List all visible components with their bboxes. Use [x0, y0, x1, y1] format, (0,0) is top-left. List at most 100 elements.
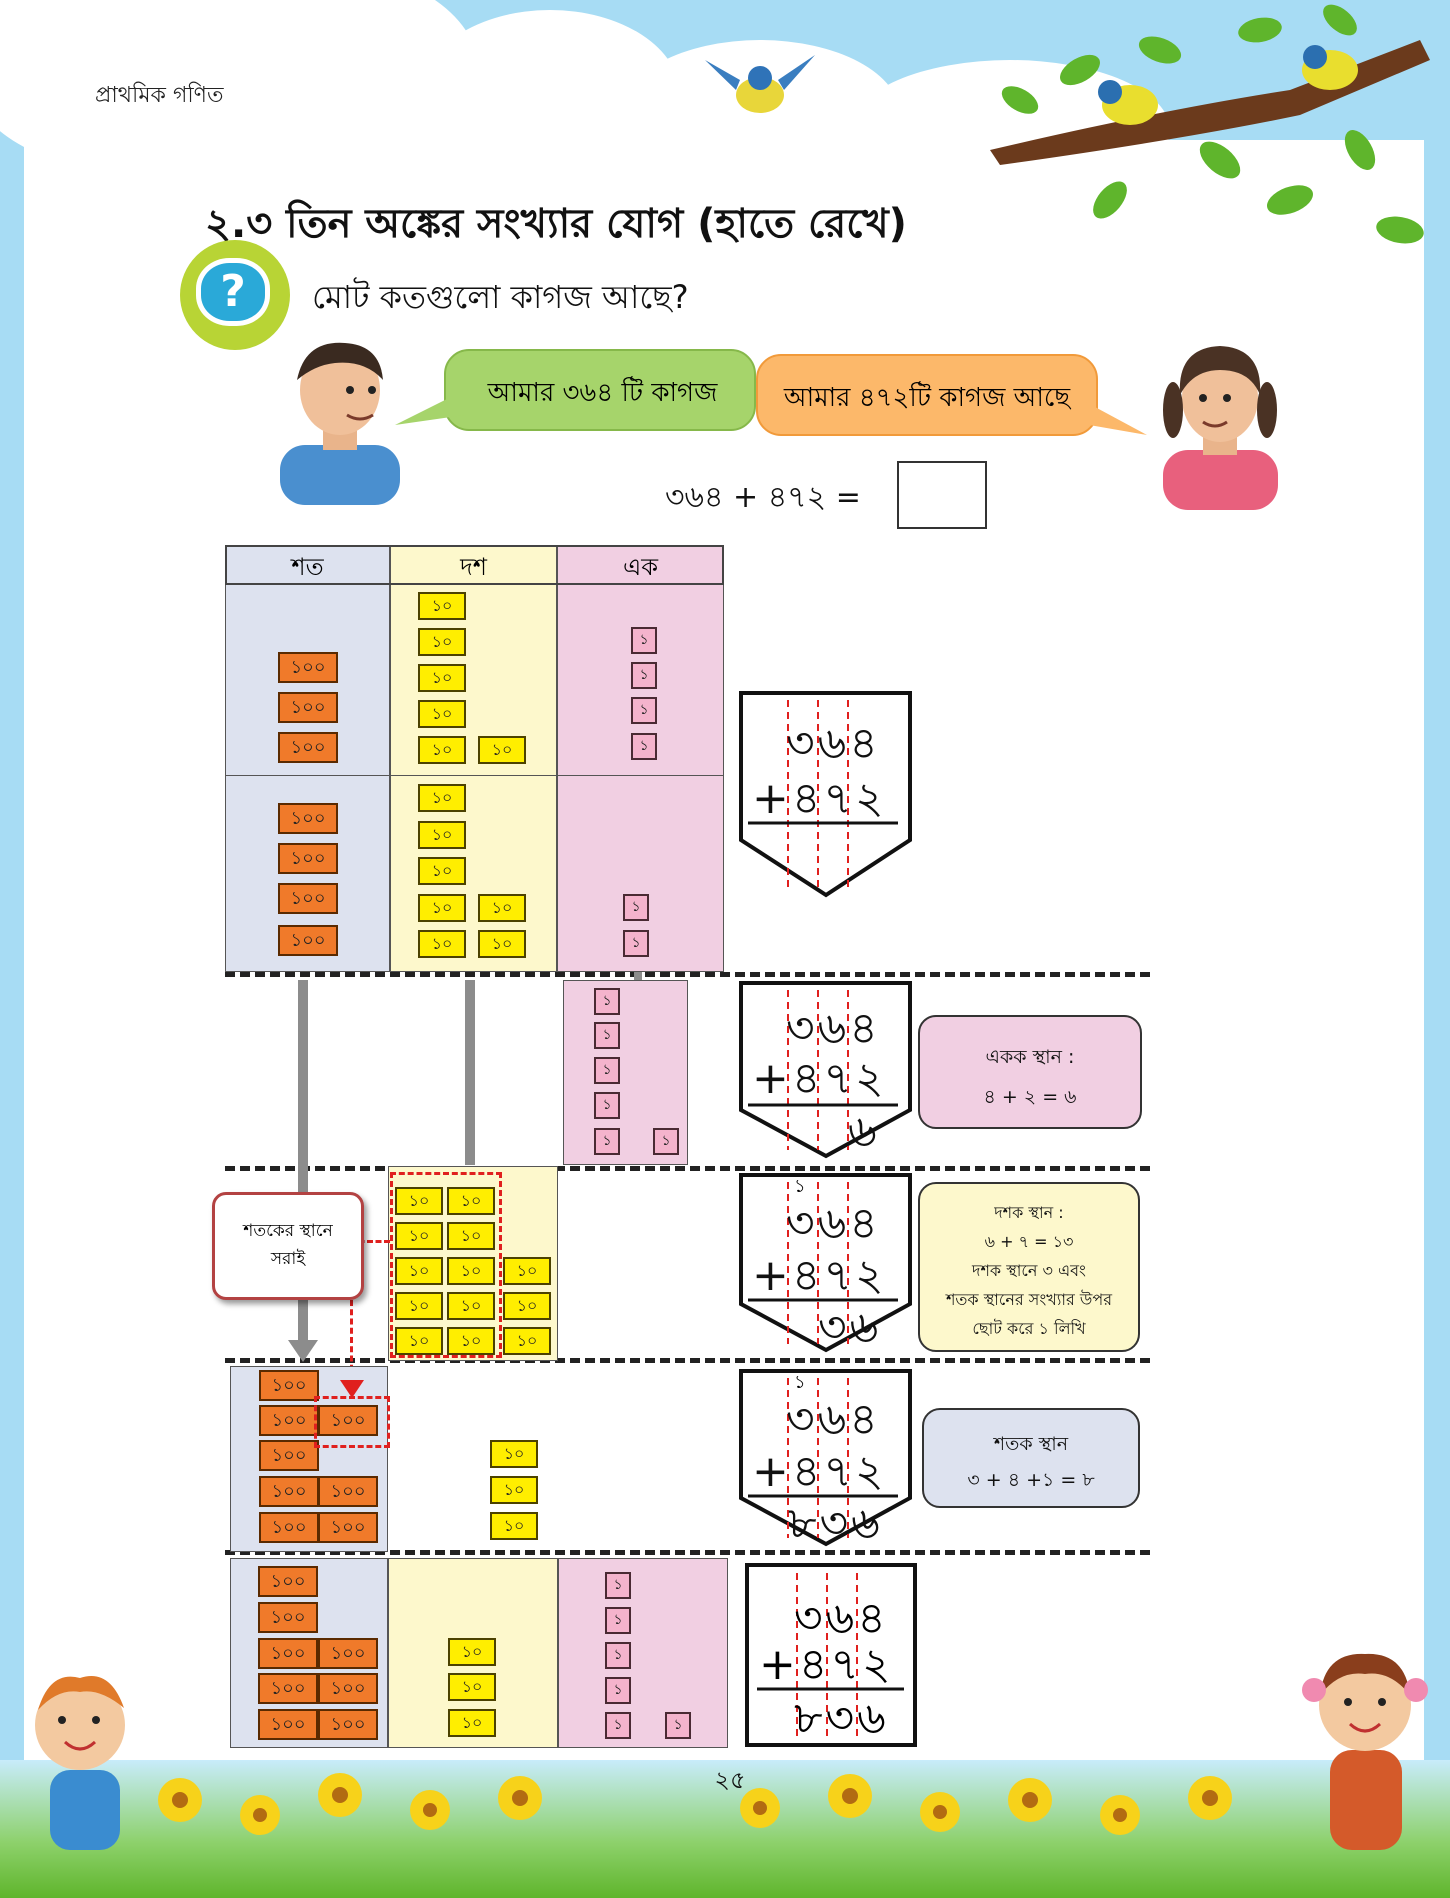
one-tile: ১: [594, 1092, 620, 1119]
ten-tile: ১০: [395, 1187, 443, 1215]
carry-digit: ১: [794, 1176, 806, 1197]
carry-digit: ১: [794, 1372, 806, 1393]
girl-bubble-shape: [756, 354, 1147, 436]
hundreds-note-body: ৩ + ৪ +১ = ৮: [967, 1469, 1095, 1491]
hundred-tile: ১০০: [278, 803, 338, 834]
hundred-tile: ১০০: [259, 1476, 319, 1507]
hundred-tile: ১০০: [278, 652, 338, 683]
move-note-line1: শতকের স্থানে: [243, 1221, 333, 1241]
addend-top: ৩৬৪: [786, 1394, 881, 1445]
ten-tile: ১০: [448, 1709, 496, 1737]
child-left-icon: [35, 1676, 125, 1850]
ten-tile: ১০: [418, 592, 466, 620]
hundred-tile: ১০০: [278, 925, 338, 956]
carried-hundred-highlight: [314, 1396, 390, 1448]
column-sum-4: ১ ৩৬৪ +৪৭২ ৮৩৬: [738, 1368, 918, 1549]
one-tile: ১: [605, 1607, 631, 1634]
one-tile: ১: [594, 988, 620, 1015]
addend-top: ৩৬৪: [786, 1198, 881, 1249]
tens-note-line2: দশক স্থানে ৩ এবং: [972, 1261, 1086, 1280]
ones-note-title: একক স্থান :: [985, 1046, 1075, 1068]
ten-tile: ১০: [418, 784, 466, 812]
ten-tile: ১০: [478, 930, 526, 958]
final-result: ৮৩৬: [788, 1498, 883, 1549]
carry-connector: [350, 1240, 390, 1243]
hundred-tile: ১০০: [258, 1602, 318, 1633]
ten-tile: ১০: [448, 1673, 496, 1701]
one-tile: ১: [605, 1712, 631, 1739]
one-tile: ১: [594, 1128, 620, 1155]
column-sum-2: ৩৬৪ +৪৭২ ৬: [738, 980, 918, 1160]
ten-tile: ১০: [418, 930, 466, 958]
hundred-tile: ১০০: [259, 1370, 319, 1401]
tree-branch-icon: [990, 4, 1430, 244]
ten-tile: ১০: [418, 700, 466, 728]
one-tile: ১: [605, 1572, 631, 1599]
ten-tile: ১০: [478, 894, 526, 922]
one-tile: ১: [605, 1677, 631, 1704]
hundred-tile: ১০০: [258, 1673, 318, 1704]
hundred-tile: ১০০: [258, 1709, 318, 1740]
ten-tile: ১০: [447, 1327, 495, 1355]
carry-group-highlight: [390, 1172, 502, 1358]
ten-tile: ১০: [503, 1327, 551, 1355]
addend-bottom: +৪৭২: [752, 1446, 887, 1497]
tens-note-title: দশক স্থান :: [994, 1203, 1064, 1222]
one-tile: ১: [653, 1128, 679, 1155]
column-sum-3: ১ ৩৬৪ +৪৭২ ৩৬: [738, 1172, 918, 1354]
addend-top: ৩৬৪: [786, 718, 881, 769]
hundred-tile: ১০০: [318, 1709, 378, 1740]
ten-tile: ১০: [418, 664, 466, 692]
carry-connector: [350, 1300, 353, 1380]
tens-note-line3: শতক স্থানের সংখ্যার উপর: [945, 1290, 1113, 1309]
ones-note: একক স্থান : ৪ + ২ = ৬: [918, 1015, 1142, 1129]
header-ones: এক: [622, 553, 659, 581]
tens-note-line4: ছোট করে ১ লিখি: [972, 1319, 1086, 1338]
ten-tile: ১০: [490, 1512, 538, 1540]
ten-tile: ১০: [395, 1292, 443, 1320]
addend-bottom: +৪৭২: [759, 1639, 894, 1690]
boy-speech: আমার ৩৬৪ টি কাগজ: [487, 378, 718, 408]
header-hundreds: শত: [291, 553, 324, 581]
child-right-icon: [1302, 1653, 1428, 1850]
girl-icon: [1163, 346, 1278, 510]
one-tile: ১: [594, 1057, 620, 1084]
boy-icon: [280, 342, 400, 505]
question-icon: ?: [180, 240, 290, 350]
addend-top: ৩৬৪: [786, 1003, 881, 1054]
down-arrow: [298, 980, 308, 1350]
one-tile: ১: [665, 1712, 691, 1739]
hundred-tile: ১০০: [258, 1638, 318, 1669]
book-title: প্রাথমিক গণিত: [95, 83, 224, 108]
addend-bottom: +৪৭২: [752, 773, 887, 824]
ten-tile: ১০: [418, 857, 466, 885]
hundred-tile: ১০০: [259, 1512, 319, 1543]
answer-box[interactable]: [897, 461, 987, 529]
move-note: শতকের স্থানে সরাই: [212, 1192, 364, 1300]
addend-top: ৩৬৪: [794, 1593, 889, 1644]
addend-bottom: +৪৭২: [752, 1053, 887, 1104]
one-tile: ১: [623, 894, 649, 921]
hundred-tile: ১০০: [278, 732, 338, 763]
header-tens: দশ: [460, 553, 487, 581]
move-note-line2: সরাই: [270, 1249, 306, 1269]
one-tile: ১: [631, 733, 657, 760]
step-divider: [225, 972, 1150, 977]
question-text: মোট কতগুলো কাগজ আছে?: [312, 278, 689, 316]
page-number: ২৫: [714, 1766, 746, 1794]
flowers-icon: [158, 1773, 1232, 1835]
ten-tile: ১০: [447, 1187, 495, 1215]
hundred-tile: ১০০: [259, 1405, 319, 1436]
one-tile: ১: [605, 1642, 631, 1669]
final-result: ৮৩৬: [794, 1693, 889, 1744]
ten-tile: ১০: [478, 736, 526, 764]
tens-note-line1: ৬ + ৭ = ১৩: [984, 1232, 1074, 1251]
bird-icon: [705, 55, 815, 113]
hundred-tile: ১০০: [258, 1566, 318, 1597]
hundred-tile: ১০০: [318, 1638, 378, 1669]
hundred-tile: ১০০: [278, 843, 338, 874]
ten-tile: ১০: [503, 1257, 551, 1285]
ten-tile: ১০: [418, 736, 466, 764]
ten-tile: ১০: [418, 894, 466, 922]
partial-result: ৬: [848, 1106, 880, 1157]
